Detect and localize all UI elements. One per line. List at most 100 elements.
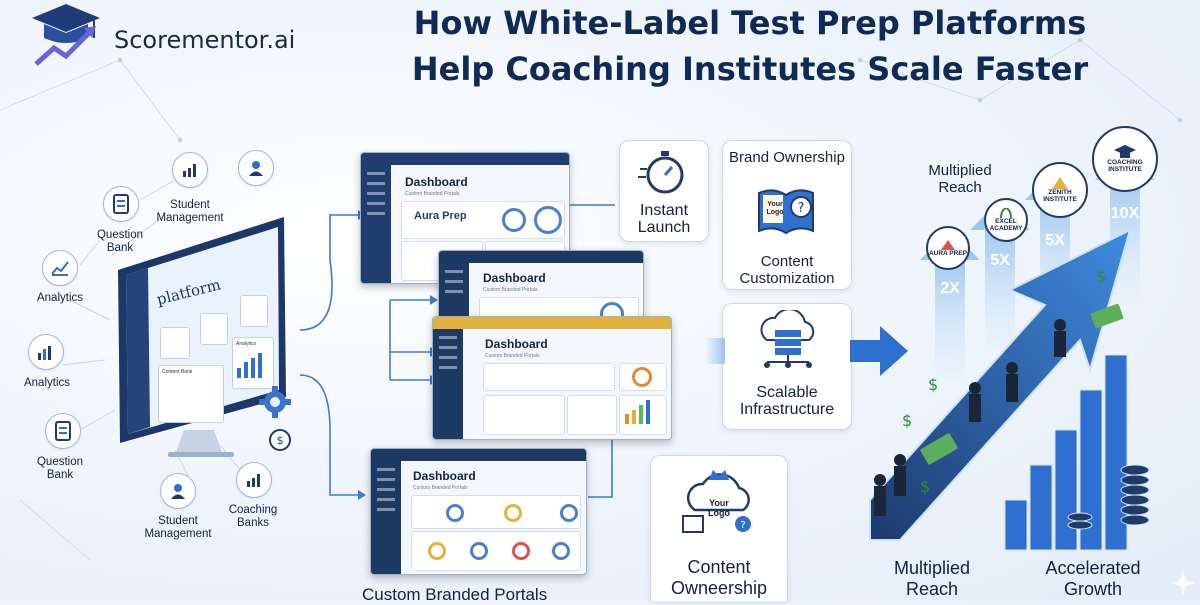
dashboard-zenith-bottom: Dashboard Custom Branded Portals	[370, 448, 587, 575]
dashboard-topbar	[439, 251, 643, 263]
instant-launch-card: Instant Launch	[619, 140, 709, 242]
dashboard-subtitle: Custom Branded Portals	[413, 485, 468, 491]
growth-chart-icon	[183, 164, 196, 177]
growth-chart-art: $ $ $ $	[869, 150, 1155, 551]
svg-text:$: $	[928, 375, 938, 394]
bar-chart-icon	[237, 353, 262, 378]
dashboard-brand-banner: Aura Prep	[401, 201, 565, 239]
institute-name: ZENITH INSTITUTE	[1043, 189, 1077, 203]
bar-chart-icon	[38, 346, 51, 360]
badge-coaching-institute: COACHING INSTITUTE	[1092, 126, 1158, 192]
accelerated-growth-label: Accelerated Growth	[1045, 558, 1141, 599]
dashboard-brand-name: Aura Prep	[414, 210, 467, 222]
progress-ring	[502, 208, 526, 232]
badge-zenith-institute: ZENITH INSTITUTE	[1032, 162, 1088, 218]
badge-excel-academy: EXCEL ACADEMY	[984, 198, 1028, 242]
multiplied-reach-label: Multiplied Reach	[893, 558, 971, 599]
sparkle-icon	[1170, 570, 1196, 596]
growth-chart-icon	[247, 474, 260, 487]
gear-icon	[259, 386, 291, 418]
question-bank-node-bottom	[45, 413, 81, 449]
multiplier-value: 2X	[940, 280, 960, 297]
dashboard-sidebar	[371, 461, 401, 574]
brand-name: Scorementor.ai	[114, 26, 296, 54]
monitor-stand	[168, 430, 234, 457]
dashboard-sidebar	[361, 165, 391, 283]
dashboard-title: Dashboard	[405, 175, 468, 189]
line-chart-icon	[51, 261, 69, 276]
svg-text:$: $	[277, 434, 284, 447]
dashboard-widget	[619, 363, 667, 391]
branded-book-icon: ?	[758, 189, 814, 235]
platform-content-list: Content Bank	[158, 365, 224, 423]
badge-aura-prep: AURA PREP	[926, 226, 970, 270]
platform-widget-2	[200, 313, 228, 345]
graduation-cap-chart-logo-icon	[32, 4, 100, 66]
content-customization-label: Content Customization	[739, 253, 835, 287]
dashboard-widget	[483, 363, 615, 391]
question-book-icon	[55, 421, 71, 441]
scalable-infrastructure-label: Scalable Infrastructure	[739, 384, 835, 418]
question-bank-node-top	[103, 186, 139, 222]
progress-ring	[446, 504, 464, 522]
coaching-banks-node	[236, 462, 272, 498]
analytics-node-top	[42, 250, 78, 286]
platform-widget-1	[160, 327, 190, 359]
progress-ring	[560, 504, 578, 522]
institute-name: EXCEL ACADEMY	[989, 218, 1023, 232]
flow-arrow-right	[850, 326, 908, 376]
content-ownership-card: ? Your Logo Content Owneership	[650, 455, 788, 601]
multiplier-column	[920, 230, 980, 380]
dollar-coin-icon: $	[269, 429, 291, 451]
feature-label-question-bank-top: Question Bank	[96, 229, 144, 254]
title-line-2: Help Coaching Institutes Scale Faster	[411, 50, 1089, 88]
platform-analytics-panel: Analytics	[232, 337, 274, 389]
feature-label-analytics-top: Analytics	[36, 292, 84, 304]
platform-widget-3	[240, 295, 268, 327]
student-management-node-bottom	[160, 473, 196, 509]
feature-label-student-management: Student Management	[156, 199, 224, 224]
dashboard-subtitle: Custom Branded Portals	[485, 353, 540, 359]
brand-ownership-card: Brand Ownership ? Your Logo Content Cust…	[722, 140, 852, 290]
your-logo-text: Your Logo	[708, 498, 730, 518]
progress-ring	[428, 542, 446, 560]
progress-ring	[512, 542, 530, 560]
question-book-icon	[113, 194, 129, 214]
dashboard-sidebar	[433, 329, 463, 439]
instant-launch-label: Instant Launch	[637, 202, 691, 236]
multiplier-value: 5X	[990, 252, 1010, 269]
dashboard-title: Dashboard	[483, 271, 546, 285]
content-ownership-label: Content Owneership	[670, 557, 768, 598]
platform-monitor: platform Content Bank Analytics	[108, 215, 290, 450]
scalable-infrastructure-card: Scalable Infrastructure	[722, 303, 852, 430]
feature-label-coaching-banks: Coaching Banks	[228, 504, 278, 529]
dashboard-widget	[411, 531, 581, 571]
dashboard-title: Dashboard	[413, 469, 476, 483]
cloud-server-icon	[760, 310, 815, 368]
multiplier-value: 10X	[1110, 205, 1140, 222]
flow-band	[705, 338, 725, 364]
svg-text:$: $	[902, 411, 912, 430]
stopwatch-icon	[638, 151, 684, 194]
rising-arrow	[869, 228, 1132, 541]
dashboard-widget	[483, 395, 565, 435]
svg-text:?: ?	[740, 520, 745, 531]
feature-label-analytics-bottom: Analytics	[23, 377, 71, 389]
title-line-1: How White-Label Test Prep Platforms	[413, 4, 1087, 42]
dashboard-topbar	[433, 317, 671, 329]
dashboard-chart-widget	[619, 395, 667, 435]
svg-text:$: $	[1096, 267, 1106, 286]
institute-name: AURA PREP	[928, 249, 968, 257]
cloud-logo-icon: ?	[682, 470, 751, 533]
aura-logo-icon	[941, 239, 955, 250]
svg-text:$: $	[920, 477, 930, 496]
dashboard-title: Dashboard	[485, 337, 548, 351]
graduation-cap-icon	[1114, 145, 1136, 158]
dashboard-subtitle: Custom Branded Portals	[405, 191, 460, 197]
dashboard-excel: Dashboard Custom Branded Portals	[432, 316, 672, 440]
student-management-node	[172, 152, 208, 188]
platform-panel-label: Analytics	[236, 341, 257, 347]
analytics-node-bottom	[28, 334, 64, 370]
